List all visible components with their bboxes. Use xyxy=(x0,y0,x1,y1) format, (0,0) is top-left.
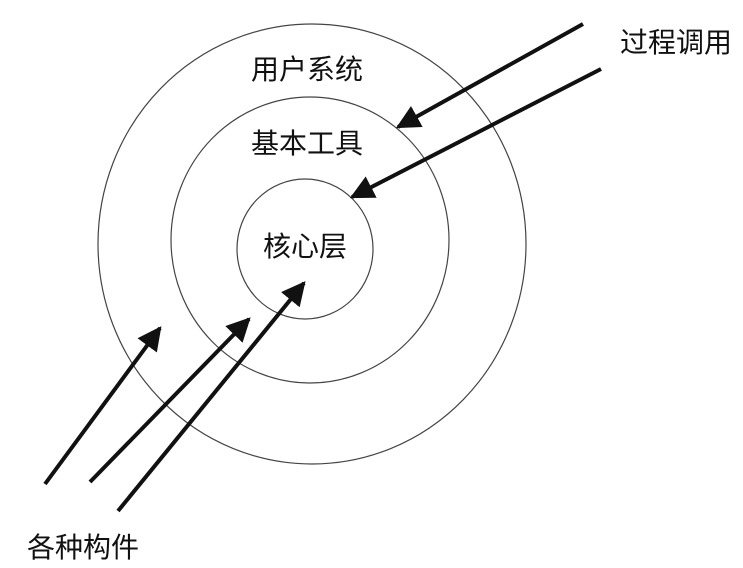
arrow-component-to-tools xyxy=(88,317,251,484)
arrow-call-to-core xyxy=(349,67,602,199)
label-components: 各种构件 xyxy=(27,531,139,564)
middle-ring-basic-tools xyxy=(170,96,450,384)
label-user-system: 用户系统 xyxy=(251,53,363,86)
arrow-component-to-core xyxy=(116,281,306,513)
arrow-component-to-user-system xyxy=(43,326,162,486)
inner-ring-core-layer xyxy=(236,178,374,320)
outer-ring-user-system xyxy=(97,23,527,465)
label-procedure-call: 过程调用 xyxy=(620,26,732,59)
label-core-layer: 核心层 xyxy=(263,230,347,263)
arrow-call-to-tools xyxy=(395,22,584,129)
label-basic-tools: 基本工具 xyxy=(251,127,363,160)
